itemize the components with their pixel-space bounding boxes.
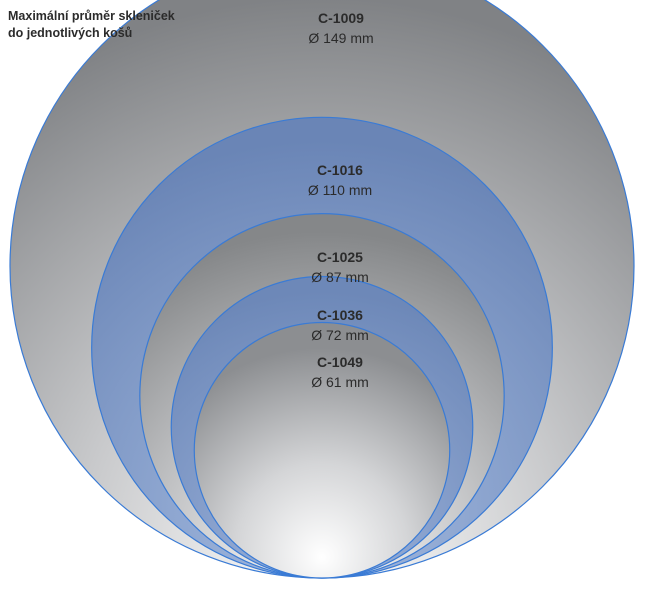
- diagram-heading: Maximální průměr skleniček do jednotlivý…: [8, 8, 175, 42]
- basket-circle-c1049: [193, 321, 451, 579]
- basket-diameter: Ø 61 mm: [311, 374, 369, 390]
- basket-diameter: Ø 87 mm: [311, 269, 369, 285]
- basket-diameter: Ø 149 mm: [308, 30, 374, 46]
- basket-code: C-1036: [317, 307, 363, 323]
- heading-line-2: do jednotlivých košů: [8, 26, 133, 40]
- basket-code: C-1025: [317, 249, 363, 265]
- basket-label-c1009: C-1009 Ø 149 mm: [261, 8, 421, 48]
- basket-diameter: Ø 72 mm: [311, 327, 369, 343]
- heading-line-1: Maximální průměr skleniček: [8, 9, 175, 23]
- basket-diameter: Ø 110 mm: [307, 182, 373, 198]
- basket-label-c1016: C-1016 Ø 110 mm: [260, 160, 420, 200]
- basket-label-c1049: C-1049 Ø 61 mm: [260, 352, 420, 392]
- basket-code: C-1009: [318, 10, 364, 26]
- basket-code: C-1049: [317, 354, 363, 370]
- basket-label-c1025: C-1025 Ø 87 mm: [260, 247, 420, 287]
- basket-label-c1036: C-1036 Ø 72 mm: [260, 305, 420, 345]
- basket-code: C-1016: [317, 162, 363, 178]
